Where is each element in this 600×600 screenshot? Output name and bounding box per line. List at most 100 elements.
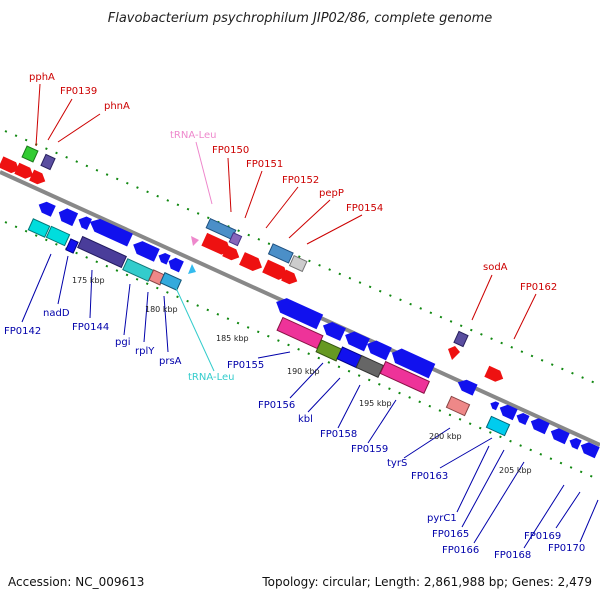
gene-label-FP0166[interactable]: FP0166: [442, 545, 479, 556]
feature-reverse-arrow[interactable]: [156, 251, 171, 265]
feature-reverse-arrow[interactable]: [528, 416, 550, 435]
feature-FP0151[interactable]: [228, 232, 243, 247]
feature-forward-arrow[interactable]: [239, 252, 265, 274]
scale-labels: 175 kbp 180 kbp 185 kbp 190 kbp 195 kbp …: [72, 276, 532, 475]
gene-label-FP0151[interactable]: FP0151: [246, 159, 283, 170]
scale-label: 175 kbp: [72, 276, 105, 285]
gene-label-FP0139[interactable]: FP0139: [60, 86, 97, 97]
leader-FP0166: [473, 461, 525, 544]
gene-label-FP0165[interactable]: FP0165: [432, 529, 469, 540]
gene-label-FP0144[interactable]: FP0144: [72, 322, 109, 333]
feature-reverse-arrow[interactable]: [548, 426, 570, 445]
feature-FP0162[interactable]: [484, 365, 505, 384]
gene-label-phnA[interactable]: phnA: [104, 101, 130, 112]
gene-label-FP0156[interactable]: FP0156: [258, 400, 295, 411]
leader-trna-leu-fwd: [195, 141, 213, 205]
feature-FP0152[interactable]: [267, 243, 294, 264]
feature-pepP[interactable]: [288, 254, 308, 273]
feature-pphA[interactable]: [21, 145, 39, 163]
feature-forward-arrow[interactable]: [222, 245, 242, 263]
gene-label-FP0162[interactable]: FP0162: [520, 282, 557, 293]
feature-forward-arrow[interactable]: [0, 156, 22, 175]
gene-label-kbl[interactable]: kbl: [298, 414, 313, 425]
feature-reverse-arrow[interactable]: [389, 346, 436, 379]
gene-label-FP0159[interactable]: FP0159: [351, 444, 388, 455]
gene-label-pphA[interactable]: pphA: [29, 72, 55, 83]
feature-trna-leu-forward[interactable]: [191, 236, 199, 246]
feature-reverse-arrow[interactable]: [273, 295, 324, 330]
feature-FP0144[interactable]: [65, 238, 79, 254]
gene-label-trna-leu-reverse[interactable]: tRNA-Leu: [188, 372, 234, 383]
leader-FP0170: [579, 499, 599, 543]
feature-forward-arrow[interactable]: [201, 232, 233, 258]
feature-trna-leu-reverse[interactable]: [188, 264, 196, 274]
feature-FP0142[interactable]: [27, 218, 51, 238]
feature-forward-arrow[interactable]: [281, 269, 300, 287]
gene-label-FP0152[interactable]: FP0152: [282, 175, 319, 186]
gene-label-FP0170[interactable]: FP0170: [548, 543, 585, 554]
scale-label: 180 kbp: [145, 305, 178, 314]
feature-FP0158[interactable]: [355, 354, 385, 379]
gene-label-pyrC1[interactable]: pyrC1: [427, 513, 457, 524]
gene-label-FP0155[interactable]: FP0155: [227, 360, 264, 371]
feature-FP0159[interactable]: [379, 360, 430, 394]
feature-pgi[interactable]: [77, 235, 127, 269]
feature-reverse-arrow[interactable]: [166, 256, 184, 273]
feature-reverse-arrow[interactable]: [578, 440, 600, 459]
feature-tyrS[interactable]: [445, 395, 471, 417]
feature-forward-arrow[interactable]: [29, 169, 48, 187]
feature-reverse-arrow[interactable]: [364, 338, 392, 361]
gene-label-FP0154[interactable]: FP0154: [346, 203, 383, 214]
scale-label: 205 kbp: [499, 466, 532, 475]
leader-prsA: [163, 295, 169, 353]
gene-label-FP0142[interactable]: FP0142: [4, 326, 41, 337]
gene-label-FP0169[interactable]: FP0169: [524, 531, 561, 542]
leader-rplY: [143, 291, 149, 343]
feature-reverse-arrow[interactable]: [455, 377, 478, 396]
feature-reverse-box[interactable]: [159, 272, 182, 291]
leader-sodA: [471, 274, 493, 321]
gene-label-pepP[interactable]: pepP: [319, 188, 344, 199]
gene-label-FP0168[interactable]: FP0168: [494, 550, 531, 561]
tick-tracks: [4, 130, 600, 481]
gene-label-pgi[interactable]: pgi: [115, 337, 130, 348]
feature-nadD[interactable]: [45, 225, 71, 247]
leader-pgi: [123, 283, 131, 336]
feature-reverse-arrow[interactable]: [320, 319, 346, 341]
feature-reverse-arrow[interactable]: [130, 238, 160, 262]
forward-gene-labels: pphA FP0139 phnA tRNA-Leu FP0150 FP0151 …: [29, 72, 557, 293]
gene-label-trna-leu-forward[interactable]: tRNA-Leu: [170, 130, 216, 141]
gene-label-FP0158[interactable]: FP0158: [320, 429, 357, 440]
reverse-gene-labels: FP0142 nadD FP0144 pgi rplY prsA tRNA-Le…: [4, 308, 585, 561]
feature-sodA[interactable]: [453, 330, 469, 348]
forward-strand-features: [0, 145, 505, 384]
gene-label-FP0163[interactable]: FP0163: [411, 471, 448, 482]
gene-label-rplY[interactable]: rplY: [135, 346, 155, 357]
gene-label-FP0150[interactable]: FP0150: [212, 145, 249, 156]
feature-reverse-arrow[interactable]: [36, 199, 56, 217]
leader-FP0158: [337, 384, 361, 429]
feature-FP0163[interactable]: [485, 415, 511, 437]
feature-reverse-arrow[interactable]: [497, 402, 518, 421]
feature-reverse-arrow[interactable]: [56, 206, 79, 227]
gene-label-nadD[interactable]: nadD: [43, 308, 70, 319]
gene-label-prsA[interactable]: prsA: [159, 356, 182, 367]
feature-rplY[interactable]: [122, 258, 154, 282]
gene-label-sodA[interactable]: sodA: [483, 262, 508, 273]
feature-reverse-arrow[interactable]: [514, 411, 530, 426]
feature-reverse-arrow[interactable]: [567, 436, 582, 450]
feature-reverse-arrow[interactable]: [76, 214, 92, 230]
leader-tyrS: [403, 427, 451, 459]
feature-FP0139[interactable]: [40, 153, 56, 171]
feature-forward-arrow[interactable]: [262, 259, 291, 283]
gene-label-tyrS[interactable]: tyrS: [387, 458, 407, 469]
leader-FP0163: [439, 437, 493, 469]
feature-reverse-arrow[interactable]: [342, 329, 370, 352]
feature-reverse-arrow[interactable]: [87, 216, 133, 247]
feature-reverse-arrow[interactable]: [489, 400, 500, 411]
feature-forward-arrow[interactable]: [448, 346, 460, 360]
leader-FP0152: [265, 186, 299, 229]
leader-kbl: [307, 377, 341, 413]
feature-forward-arrow[interactable]: [14, 162, 35, 181]
leader-FP0159: [367, 399, 397, 444]
